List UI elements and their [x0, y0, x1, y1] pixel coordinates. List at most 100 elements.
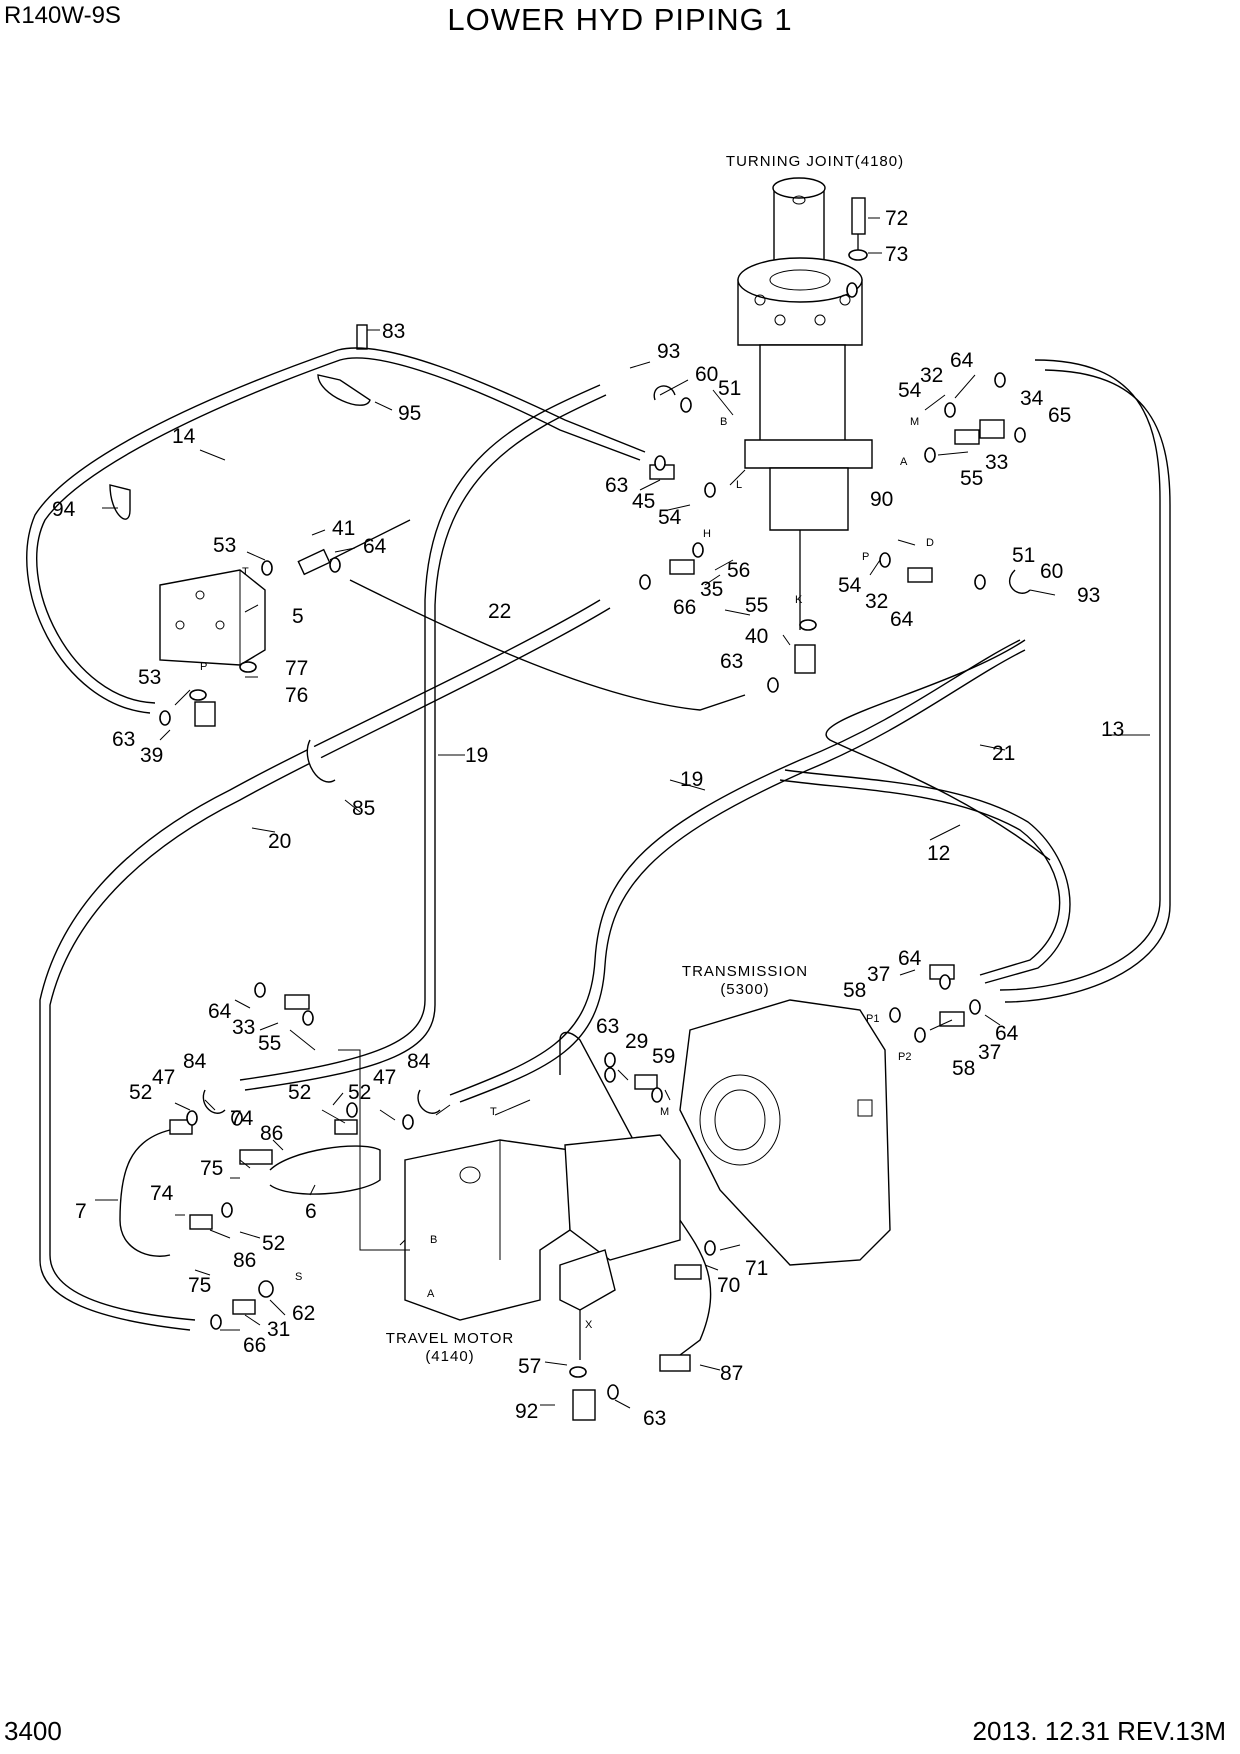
callout: 53	[138, 666, 161, 689]
callout: 12	[927, 842, 950, 865]
callout: 76	[285, 684, 308, 707]
callout: 92	[515, 1400, 538, 1423]
callout: 54	[838, 574, 862, 597]
callout: 60	[1040, 560, 1063, 583]
callout: 19	[465, 744, 488, 767]
hydraulic-pipes	[26, 347, 1171, 1371]
callout: 75	[188, 1274, 211, 1297]
callout: 70	[717, 1274, 740, 1297]
callout: 56	[727, 559, 750, 582]
callout: 71	[745, 1257, 768, 1280]
callout: 54	[898, 379, 922, 402]
page-number: 3400	[4, 1716, 62, 1746]
callout: 52	[348, 1081, 371, 1104]
clamps	[109, 374, 1031, 1114]
callout: 52	[288, 1081, 311, 1104]
callout: 34	[1020, 387, 1044, 410]
callout: 5	[292, 605, 304, 628]
callout: 53	[213, 534, 236, 557]
callout: 66	[673, 596, 696, 619]
callout: 51	[1012, 544, 1035, 567]
callout: 51	[718, 377, 741, 400]
callout: 63	[596, 1015, 619, 1038]
callout: 66	[243, 1334, 266, 1357]
turning-joint	[737, 177, 873, 630]
page-title: LOWER HYD PIPING 1	[447, 2, 793, 37]
callout: 93	[1077, 584, 1100, 607]
callout: 55	[745, 594, 768, 617]
callout: 58	[843, 979, 866, 1002]
port-letter: P	[200, 661, 207, 673]
callout: 32	[920, 364, 943, 387]
o-rings	[159, 282, 1026, 1400]
callout: 64	[363, 535, 387, 558]
callout: 13	[1101, 718, 1124, 741]
leader-lines	[95, 217, 1150, 1409]
port-letter: B	[720, 416, 727, 428]
callout: 74	[150, 1182, 174, 1205]
port-letter: P	[862, 551, 869, 563]
port-letter: B	[430, 1234, 437, 1246]
callout: 75	[200, 1157, 223, 1180]
callout-numbers: 72 73 83 93 60 51 64 32 54 34 65 95 14 3…	[52, 207, 1124, 1430]
callout: 31	[267, 1318, 290, 1341]
callout: 33	[232, 1016, 255, 1039]
model-name: R140W-9S	[4, 2, 121, 29]
callout: 52	[129, 1081, 152, 1104]
callout: 57	[518, 1355, 541, 1378]
callout: 65	[1048, 404, 1071, 427]
callout: 94	[52, 498, 76, 521]
port-letter: D	[926, 537, 934, 549]
callout: 41	[332, 517, 355, 540]
callout: 84	[407, 1050, 431, 1073]
callout: 63	[643, 1407, 666, 1430]
callout: 37	[978, 1041, 1001, 1064]
port-letter: L	[736, 479, 742, 491]
callout: 84	[183, 1050, 207, 1073]
port-letter: H	[703, 528, 711, 540]
callout: 29	[625, 1030, 648, 1053]
label-turning-joint: TURNING JOINT(4180)	[726, 153, 904, 170]
port-letter: T	[490, 1106, 497, 1118]
callout: 63	[112, 728, 135, 751]
callout: 85	[352, 797, 375, 820]
label-transmission: TRANSMISSION	[682, 963, 808, 980]
revision-date: 2013. 12.31 REV.13M	[972, 1716, 1226, 1746]
callout: 64	[208, 1000, 232, 1023]
port-letters: B M A L H D P K T P P1 P2 T S B A X M	[200, 416, 934, 1331]
callout: 52	[262, 1232, 285, 1255]
callout: 64	[898, 947, 922, 970]
callout: 7	[75, 1200, 87, 1223]
port-letter: S	[295, 1271, 302, 1283]
drawing-lines	[26, 177, 1171, 1421]
callout: 6	[305, 1200, 317, 1223]
port-letter: T	[242, 566, 249, 578]
callout: 54	[658, 506, 682, 529]
callout: 83	[382, 320, 405, 343]
callout: 55	[258, 1032, 281, 1055]
callout: 21	[992, 742, 1015, 765]
callout: 58	[952, 1057, 975, 1080]
valve-block	[159, 569, 266, 666]
callout: 64	[950, 349, 974, 372]
callout: 55	[960, 467, 983, 490]
callout: 22	[488, 600, 511, 623]
transmission	[679, 999, 891, 1266]
callout: 60	[695, 363, 718, 386]
callout: 73	[885, 243, 908, 266]
callout: 64	[995, 1022, 1019, 1045]
callout: 47	[373, 1066, 396, 1089]
callout: 32	[865, 590, 888, 613]
callout: 87	[720, 1362, 743, 1385]
callout: 47	[152, 1066, 175, 1089]
callout: 35	[700, 578, 723, 601]
callout: 19	[680, 768, 703, 791]
label-travel-motor-number: (4140)	[425, 1348, 474, 1365]
callout: 63	[720, 650, 743, 673]
fittings	[169, 419, 1005, 1421]
callout: 74	[230, 1107, 254, 1130]
callout: 77	[285, 657, 308, 680]
callout: 59	[652, 1045, 675, 1068]
callout: 93	[657, 340, 680, 363]
